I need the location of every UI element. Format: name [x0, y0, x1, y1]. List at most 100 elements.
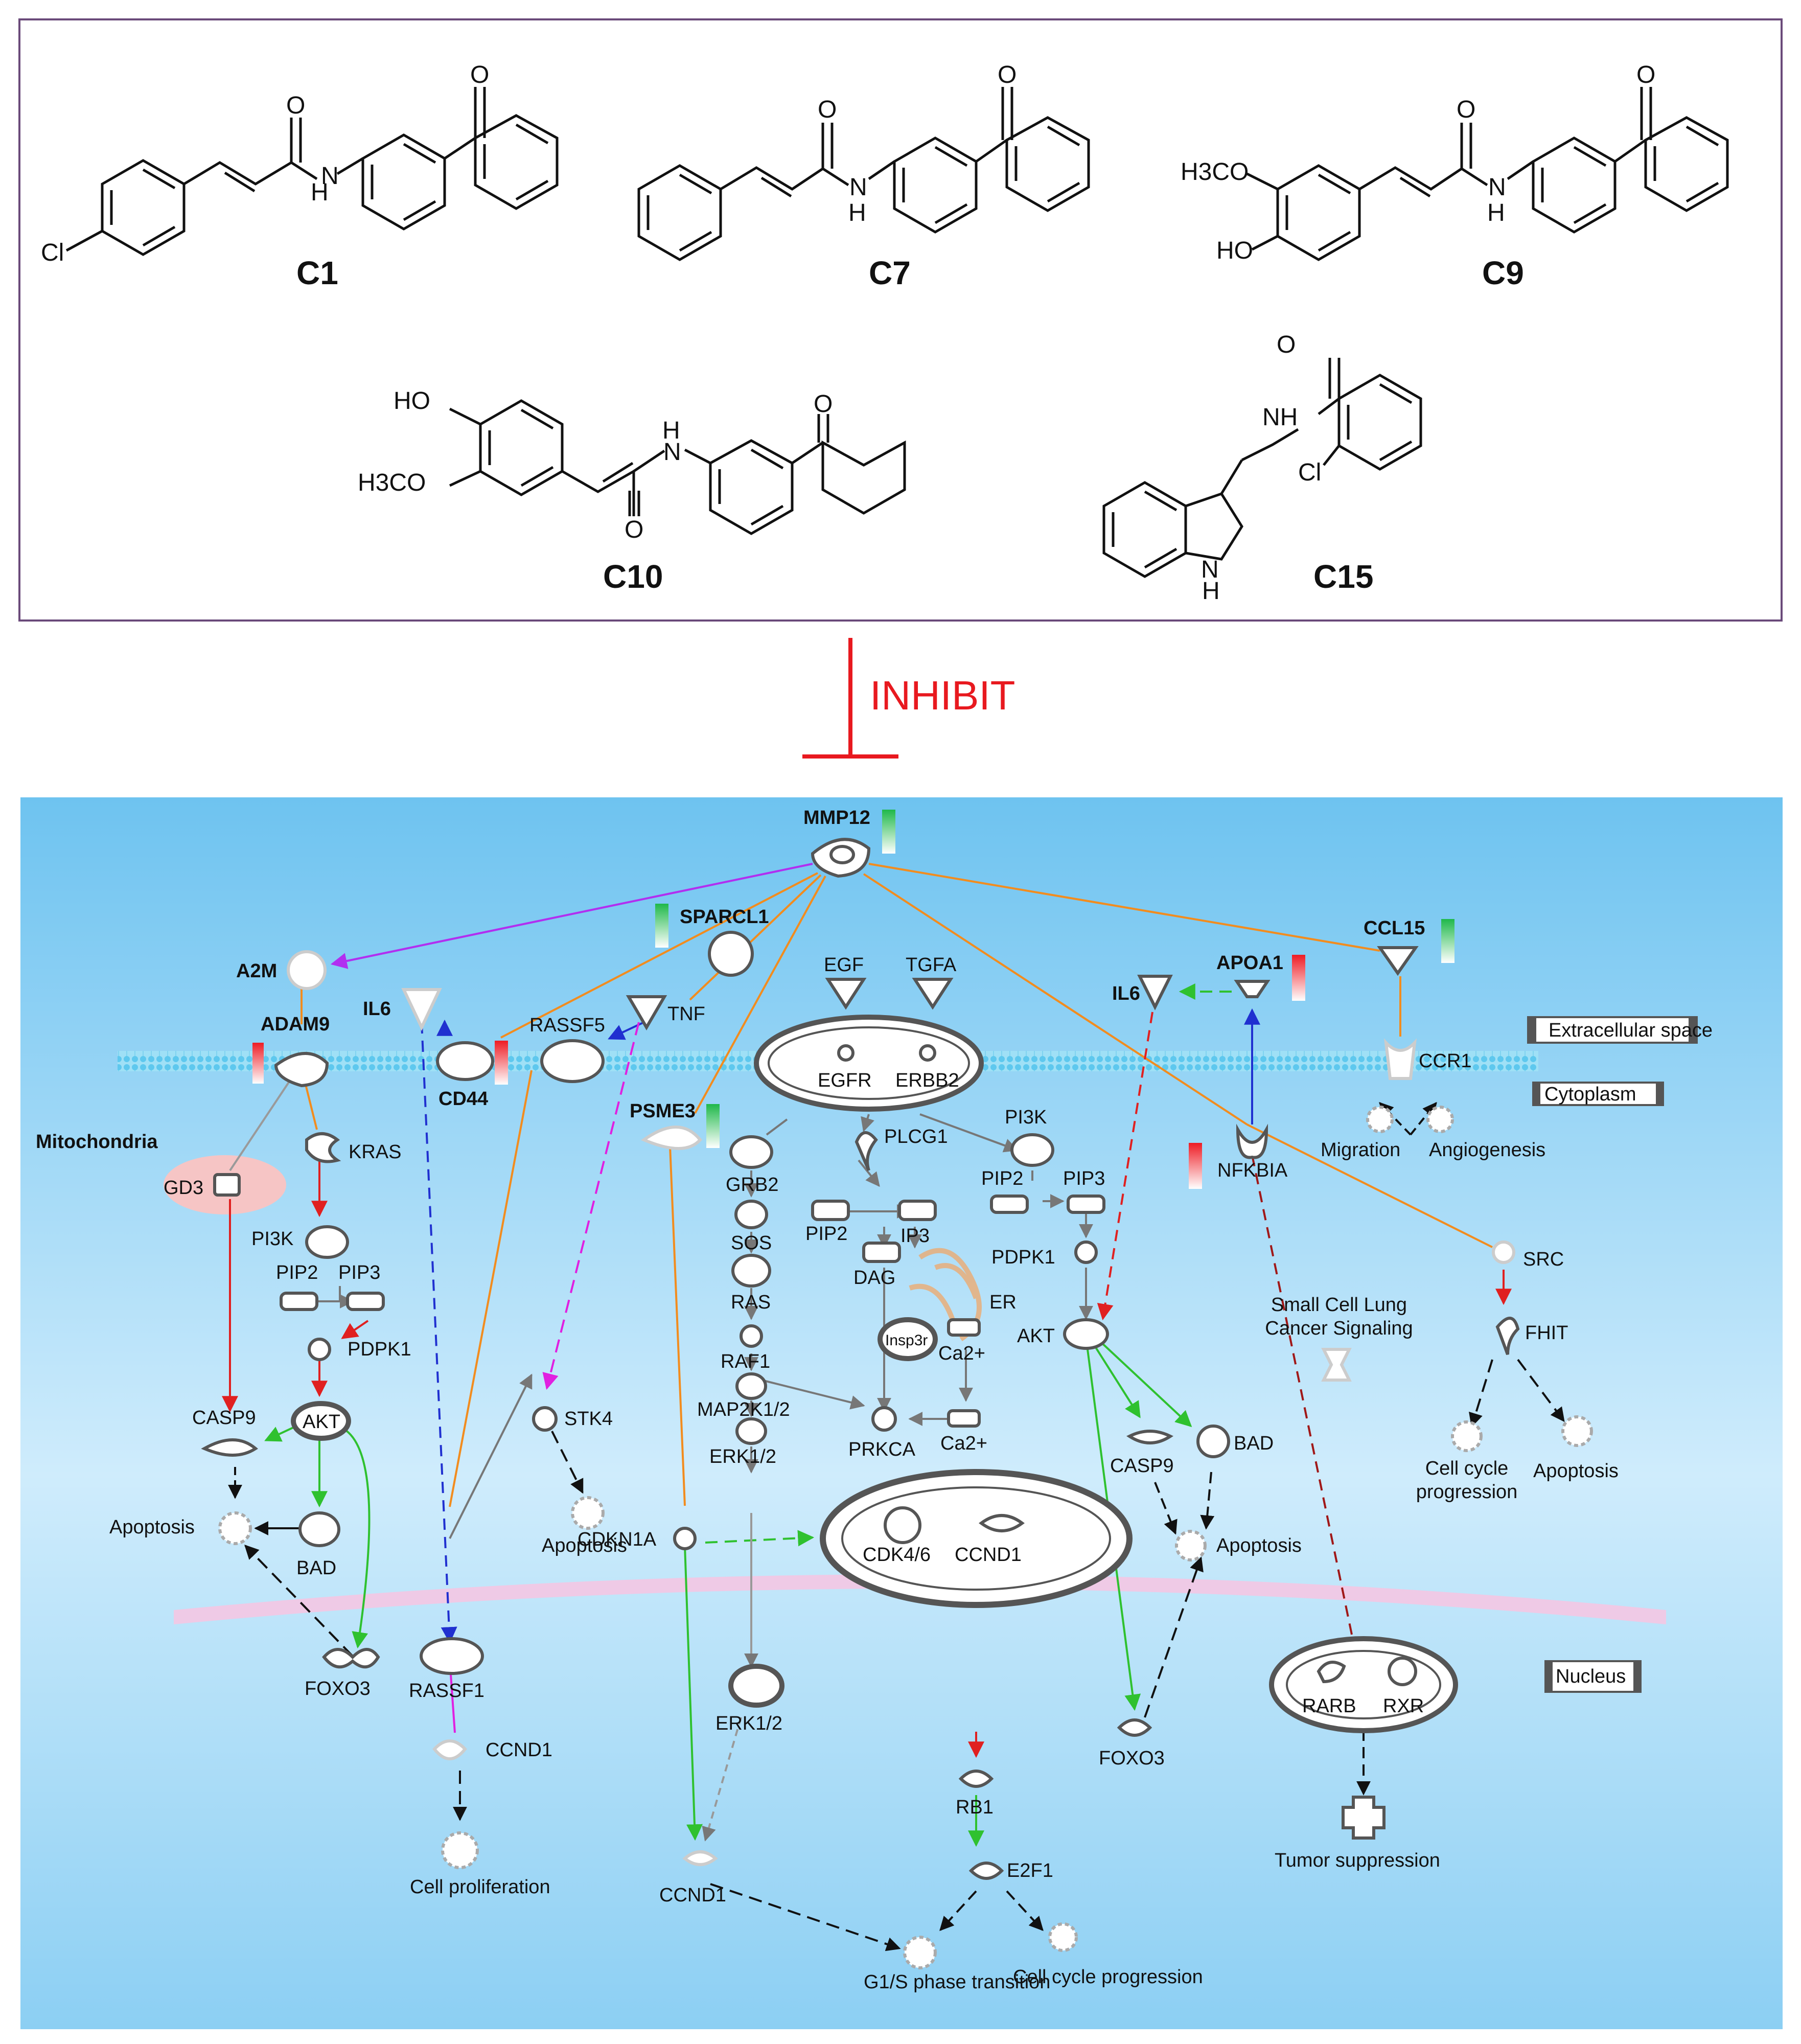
- cdk46-label: CDK4/6: [863, 1544, 931, 1566]
- ccr1-label: CCR1: [1419, 1050, 1471, 1072]
- c10-o2-label: O: [814, 391, 833, 418]
- ca2-cyto-node: [947, 1409, 981, 1428]
- cdk46-icon: [884, 1506, 921, 1544]
- c10-ho-label: HO: [394, 387, 430, 415]
- rassf5-node: [540, 1039, 605, 1083]
- cdkn1a-label: CDKN1A: [578, 1529, 657, 1550]
- c1-n-label: N: [321, 163, 339, 190]
- pi3k-right-node: [1010, 1133, 1054, 1167]
- sparcl1-node: [708, 931, 754, 977]
- insp3r-label: Insp3r: [885, 1332, 928, 1349]
- egfr-label: EGFR: [818, 1070, 872, 1091]
- ccl15-label: CCL15: [1364, 917, 1425, 939]
- c1-cl-label: Cl: [41, 239, 64, 266]
- raf1-node: [740, 1324, 763, 1348]
- bad-left-node: [298, 1511, 340, 1547]
- ccl15-node: [1377, 946, 1419, 976]
- ip3-node: [898, 1200, 937, 1221]
- ca2-er-node: [947, 1318, 981, 1337]
- mmp12-label: MMP12: [803, 807, 870, 829]
- c7-o2-label: O: [998, 61, 1017, 88]
- er-label: ER: [989, 1292, 1017, 1313]
- ccnd1-left-node: [432, 1739, 467, 1760]
- casp9-right-label: CASP9: [1110, 1455, 1174, 1477]
- apoptosis-mid-label: Apoptosis: [542, 1535, 627, 1556]
- casp9-left-label: CASP9: [192, 1407, 256, 1429]
- pi3k-left-label: PI3K: [251, 1228, 293, 1250]
- mitochondria-label: Mitochondria: [36, 1131, 158, 1153]
- prkca-node: [871, 1406, 897, 1432]
- akt-left-node: [291, 1401, 351, 1441]
- cd44-expression-bar: [495, 1041, 508, 1085]
- rarb-icon: [1317, 1661, 1346, 1684]
- tumor-suppression-label: Tumor suppression: [1275, 1850, 1440, 1871]
- nuclear-membrane: [174, 1574, 1666, 1624]
- psme3-expression-bar: [706, 1104, 720, 1148]
- egf-label: EGF: [824, 954, 864, 976]
- e2f1-label: E2F1: [1007, 1860, 1053, 1881]
- il6-left-label: IL6: [363, 998, 391, 1020]
- sparcl1-label: SPARCL1: [680, 906, 769, 928]
- a2m-label: A2M: [236, 960, 277, 982]
- pip2-right-node: [990, 1195, 1029, 1214]
- kras-label: KRAS: [349, 1141, 401, 1163]
- ca2-cyto-label: Ca2+: [940, 1433, 987, 1454]
- rxr-label: RXR: [1383, 1695, 1424, 1717]
- ccnd1-left-label: CCND1: [486, 1739, 552, 1761]
- rb1-node: [958, 1770, 994, 1788]
- c15-o-label: O: [1277, 331, 1296, 358]
- pathway-panel: Extracellular space Cytoplasm Nucleus Mi…: [20, 797, 1783, 2029]
- apoa1-label: APOA1: [1216, 952, 1283, 974]
- c9-ho-label: HO: [1216, 237, 1253, 264]
- il6-right-node: [1137, 975, 1173, 1010]
- pdpk1-left-label: PDPK1: [348, 1339, 411, 1360]
- ccnd1-bottom-label: CCND1: [659, 1885, 726, 1906]
- ccr1-node: [1383, 1038, 1417, 1080]
- c9-o-label: O: [1457, 96, 1475, 123]
- g1s-node: [903, 1936, 937, 1969]
- compound-c15-name: C15: [1313, 558, 1373, 595]
- compound-panel: Cl H N O O C1 H N O O C7: [18, 18, 1783, 622]
- il6-right-label: IL6: [1112, 983, 1140, 1004]
- adam9-label: ADAM9: [261, 1014, 330, 1035]
- bad-left-label: BAD: [296, 1557, 336, 1579]
- sos-label: SOS: [731, 1232, 772, 1254]
- map2k-node: [735, 1372, 767, 1400]
- plcg1-node: [855, 1131, 878, 1172]
- pdpk1-left-node: [308, 1338, 331, 1361]
- mmp12-expression-bar: [882, 810, 895, 854]
- nodes: [201, 810, 1593, 1969]
- ccnd1-nuc-icon: [978, 1514, 1025, 1532]
- nucleus-tag: [1544, 1660, 1642, 1693]
- g1s-label: G1/S phase transition: [864, 1971, 1050, 1993]
- rassf5-label: RASSF5: [529, 1015, 605, 1036]
- rxr-icon: [1388, 1657, 1417, 1686]
- c15-nh-label: NH: [1262, 404, 1298, 431]
- node-labels: MMP12 A2M ADAM9 SPARCL1 IL6 CD44 RASSF5 …: [109, 807, 1619, 1993]
- psme3-label: PSME3: [630, 1100, 696, 1122]
- tumor-suppression-node: [1342, 1796, 1386, 1840]
- rb1-label: RB1: [956, 1797, 994, 1818]
- compound-c9-structure: [1246, 87, 1729, 261]
- cell-cycle-bottom-node: [1048, 1922, 1078, 1952]
- dag-node: [862, 1242, 901, 1263]
- il6-left-node: [401, 988, 442, 1031]
- apoptosis-far-label: Apoptosis: [1533, 1460, 1619, 1482]
- casp9-left-node: [201, 1438, 259, 1457]
- extracellular-tag: [1527, 1016, 1698, 1044]
- cd44-label: CD44: [438, 1088, 488, 1110]
- c10-o-label: O: [625, 516, 643, 543]
- compound-c7-name: C7: [869, 255, 911, 291]
- c15-h-label: H: [1202, 578, 1220, 605]
- erbb2-label: ERBB2: [895, 1070, 959, 1091]
- gd3-label: GD3: [164, 1177, 203, 1199]
- tnf-node: [626, 995, 667, 1030]
- c15-cl-label: Cl: [1298, 459, 1321, 486]
- c10-n-label: N: [663, 439, 681, 466]
- edges: [222, 863, 1565, 1951]
- c7-n-label: N: [849, 174, 867, 201]
- ccnd1-nuc-label: CCND1: [955, 1544, 1022, 1566]
- foxo3-right-label: FOXO3: [1099, 1748, 1165, 1769]
- apoa1-expression-bar: [1292, 955, 1305, 1001]
- prkca-label: PRKCA: [848, 1439, 916, 1460]
